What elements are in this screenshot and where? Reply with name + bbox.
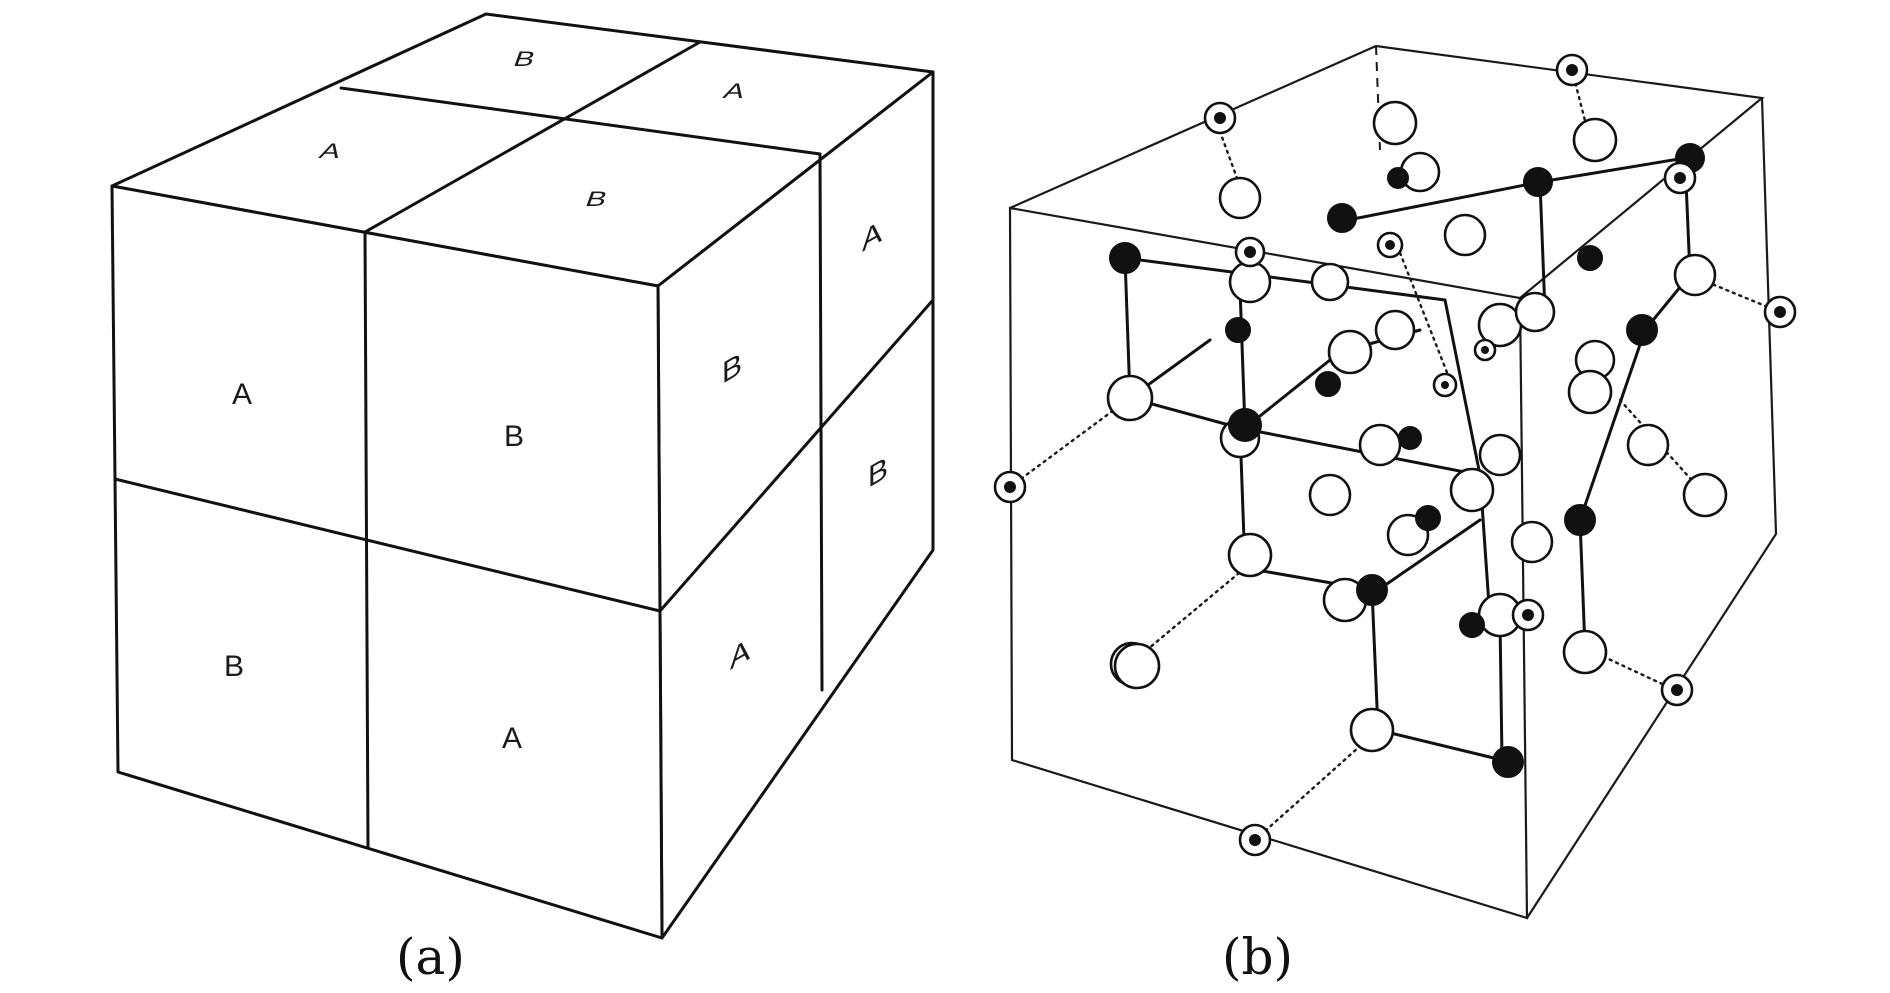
top-cell-label-back-right: A bbox=[720, 79, 749, 103]
lattice-bonds bbox=[1123, 156, 1692, 762]
front-cell-label-tr: B bbox=[504, 420, 524, 453]
right-divider-vertical bbox=[818, 152, 824, 692]
panel-a-caption: (a) bbox=[396, 928, 465, 986]
front-divider-horizontal bbox=[113, 477, 662, 613]
top-cell-label-front-right: B bbox=[582, 187, 611, 211]
filled-atoms bbox=[1109, 143, 1705, 778]
ringed-atoms bbox=[993, 53, 1797, 857]
front-cell-label-tl: A bbox=[232, 378, 252, 411]
side-cell-label-front-bottom: A bbox=[730, 631, 750, 676]
panel-b-caption: (b) bbox=[1222, 928, 1294, 986]
right-divider-horizontal bbox=[658, 298, 935, 613]
lattice-box-right bbox=[1526, 97, 1778, 919]
top-divider-2 bbox=[363, 40, 702, 234]
open-atoms bbox=[1106, 100, 1728, 753]
side-cell-label-front-top: B bbox=[722, 346, 742, 391]
front-cell-label-br: A bbox=[502, 722, 522, 755]
front-cell-label-bl: B bbox=[224, 650, 244, 683]
top-cell-label-back-left: B bbox=[510, 47, 539, 71]
side-cell-label-back-bottom: B bbox=[868, 450, 888, 495]
bottom-left-atoms bbox=[1113, 642, 1161, 690]
side-cell-label-back-top: A bbox=[862, 213, 882, 258]
top-cell-label-front-left: A bbox=[316, 139, 345, 163]
top-divider-1 bbox=[339, 86, 822, 156]
cube-front-face bbox=[110, 184, 664, 940]
